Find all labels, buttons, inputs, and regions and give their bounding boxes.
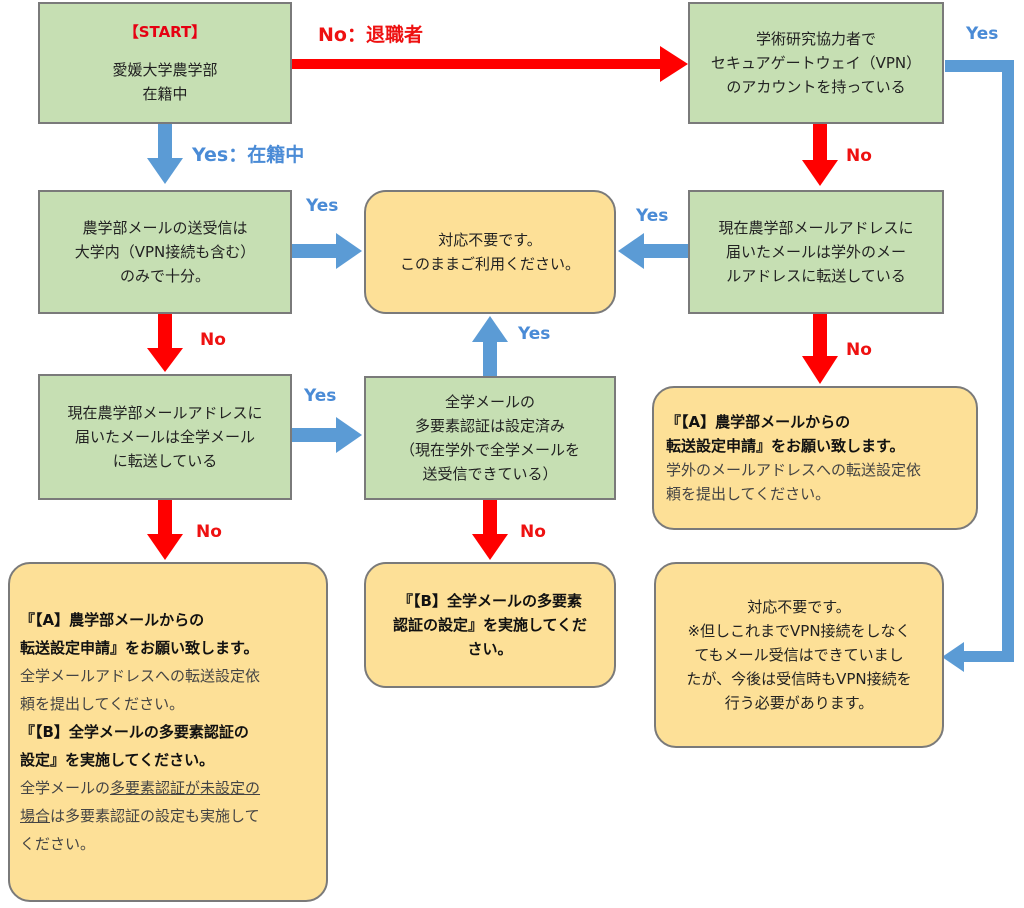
label-no-mfa: No: [520, 522, 546, 542]
result-ab-b-bold1: 『【B】全学メールの多要素認証の: [20, 723, 249, 741]
result-b-mid-node: 『【B】全学メールの多要素 認証の設定』を実施してくだ さい。: [364, 562, 616, 688]
fwd-external-line1: 現在農学部メールアドレスに: [718, 219, 914, 237]
vpn-note-line1: 対応不要です。: [747, 598, 851, 616]
start-tag: 【START】: [123, 23, 207, 41]
result-a-right-bold1: 『【A】農学部メールからの: [666, 413, 851, 431]
result-ab-a-text2: 頼を提出してください。: [20, 695, 185, 713]
label-yes-vpn: Yes: [966, 24, 999, 44]
fwd-univ-line3: に転送している: [112, 452, 218, 470]
arrow-mfa-yes: [472, 316, 508, 378]
no-action-line2: このままご利用ください。: [399, 255, 580, 273]
fwd-external-line2: 届いたメールは学外のメー: [725, 243, 906, 261]
label-yes-mfa: Yes: [518, 324, 551, 344]
mfa-line2: 多要素認証は設定済み: [414, 417, 565, 435]
arrow-mfa-no: [472, 500, 508, 560]
vpn-note-line2: ※但しこれまでVPN接続をしなく: [687, 622, 911, 640]
result-ab-b-text1a: 全学メールの: [20, 779, 111, 797]
label-no-campus: No: [200, 330, 226, 350]
arrow-vpn-yes: [942, 60, 1014, 672]
vpn-line2: セキュアゲートウェイ（VPN）: [710, 54, 922, 72]
vpn-account-node: 学術研究協力者で セキュアゲートウェイ（VPN） のアカウントを持っている: [688, 2, 944, 124]
no-action-node: 対応不要です。 このままご利用ください。: [364, 190, 616, 314]
result-ab-a-bold1: 『【A】農学部メールからの: [20, 611, 205, 629]
no-action-line1: 対応不要です。: [438, 231, 542, 249]
mfa-set-node: 全学メールの 多要素認証は設定済み （現在学外で全学メールを 送受信できている）: [364, 376, 616, 500]
arrow-start-down: [147, 124, 183, 184]
start-line2: 在籍中: [142, 85, 188, 103]
result-ab-b-text2a: 場合: [20, 807, 51, 825]
label-no-vpn: No: [846, 146, 872, 166]
result-ab-left-node: 『【A】農学部メールからの 転送設定申請』をお願い致します。 全学メールアドレス…: [8, 562, 328, 902]
result-vpn-note-node: 対応不要です。 ※但しこれまでVPN接続をしなく てもメール受信はできていまし …: [654, 562, 944, 748]
arrow-campus-yes: [292, 233, 362, 269]
fwd-univ-node: 現在農学部メールアドレスに 届いたメールは全学メール に転送している: [38, 374, 292, 500]
vpn-note-line3: てもメール受信はできていまし: [694, 646, 904, 664]
fwd-univ-line2: 届いたメールは全学メール: [74, 428, 255, 446]
fwd-univ-line1: 現在農学部メールアドレスに: [67, 404, 263, 422]
result-ab-a-text1: 全学メールアドレスへの転送設定依: [20, 667, 261, 685]
arrow-fwd-univ-no: [147, 500, 183, 560]
label-yes-enrolled: Yes：在籍中: [192, 144, 305, 166]
fwd-external-line3: ルアドレスに転送している: [726, 267, 906, 285]
mfa-line3: （現在学外で全学メールを: [399, 441, 580, 459]
mfa-line1: 全学メールの: [444, 393, 535, 411]
result-ab-b-text3: ください。: [20, 835, 96, 853]
result-a-right-node: 『【A】農学部メールからの 転送設定申請』をお願い致します。 学外のメールアドレ…: [652, 386, 978, 530]
vpn-note-line5: 行う必要があります。: [724, 694, 874, 712]
vpn-line1: 学術研究協力者で: [755, 30, 876, 48]
campus-line1: 農学部メールの送受信は: [82, 219, 248, 237]
arrow-fwd-external-yes: [618, 233, 688, 269]
result-ab-b-text2b: は多要素認証の設定も実施して: [50, 807, 260, 825]
result-ab-b-text2: 場合は多要素認証の設定も実施して: [20, 802, 260, 830]
result-b-line1: 『【B】全学メールの多要素: [398, 592, 582, 610]
fwd-external-node: 現在農学部メールアドレスに 届いたメールは学外のメー ルアドレスに転送している: [688, 190, 944, 314]
result-ab-b-text1: 全学メールの多要素認証が未設定の: [20, 774, 260, 802]
label-yes-campus: Yes: [306, 196, 339, 216]
arrow-fwd-univ-yes: [292, 417, 362, 453]
campus-line3: のみで十分。: [119, 267, 210, 285]
label-no-retired: No：退職者: [318, 24, 423, 46]
arrow-start-to-vpn: [292, 46, 688, 82]
result-a-right-text1: 学外のメールアドレスへの転送設定依: [666, 461, 922, 479]
label-yes-fwd-univ: Yes: [304, 386, 337, 406]
start-node: 【START】 愛媛大学農学部 在籍中: [38, 2, 292, 124]
result-a-right-text2: 頼を提出してください。: [666, 485, 831, 503]
arrow-campus-no: [147, 314, 183, 372]
label-no-fwd-univ: No: [196, 522, 222, 542]
label-yes-fwd-external: Yes: [636, 206, 669, 226]
mfa-line4: 送受信できている）: [422, 465, 558, 483]
arrow-fwd-external-no: [802, 314, 838, 384]
label-no-fwd-external: No: [846, 340, 872, 360]
result-b-line2: 認証の設定』を実施してくだ: [392, 616, 588, 634]
campus-line2: 大学内（VPN接続も含む）: [74, 243, 256, 261]
result-b-line3: さい。: [467, 640, 513, 658]
result-ab-b-text1b: 多要素認証が未設定の: [110, 779, 261, 797]
result-ab-a-bold2: 転送設定申請』をお願い致します。: [20, 639, 259, 657]
result-ab-b-bold2: 設定』を実施してください。: [20, 751, 215, 769]
result-a-right-bold2: 転送設定申請』をお願い致します。: [666, 437, 905, 455]
vpn-note-line4: たが、今後は受信時もVPN接続を: [686, 670, 912, 688]
start-line1: 愛媛大学農学部: [112, 61, 218, 79]
campus-only-node: 農学部メールの送受信は 大学内（VPN接続も含む） のみで十分。: [38, 190, 292, 314]
arrow-vpn-down: [802, 124, 838, 186]
vpn-line3: のアカウントを持っている: [726, 78, 906, 96]
